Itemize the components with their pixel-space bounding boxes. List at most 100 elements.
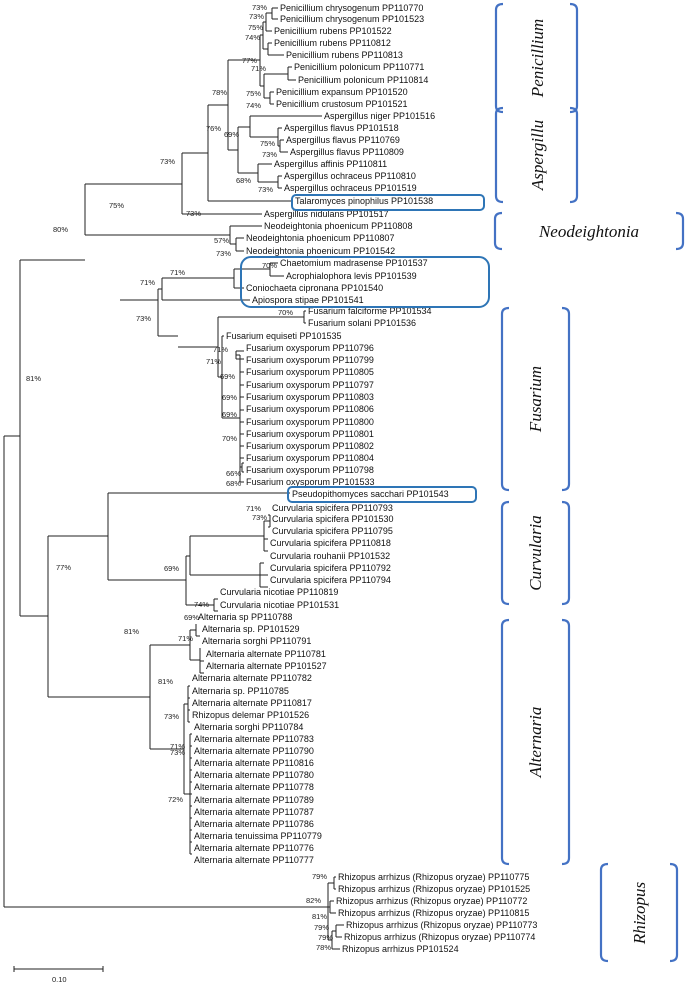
taxon-label: Alternaria alternate PP110778 xyxy=(194,782,314,792)
highlight-box-chaetomium-clade xyxy=(240,256,490,308)
bootstrap-value: 81% xyxy=(158,677,173,686)
scale-bar: 0.10 xyxy=(13,966,104,984)
bootstrap-value: 68% xyxy=(236,176,251,185)
bootstrap-value: 80% xyxy=(53,225,68,234)
taxon-label: Rhizopus arrhizus (Rhizopus oryzae) PP11… xyxy=(338,872,529,882)
bootstrap-value: 78% xyxy=(316,943,331,952)
taxon-label: Curvularia spicifera PP110794 xyxy=(270,575,391,585)
taxon-label: Curvularia spicifera PP110795 xyxy=(272,526,393,536)
taxon-label: Alternaria alternate PP110782 xyxy=(192,673,312,683)
taxon-label: Penicillium rubens PP110812 xyxy=(274,38,391,48)
taxon-label: Alternaria sp PP110788 xyxy=(198,612,292,622)
taxon-label: Fusarium equiseti PP101535 xyxy=(226,331,342,341)
taxon-label: Neodeightonia phoenicum PP110807 xyxy=(246,233,394,243)
taxon-label: Neodeightonia phoenicum PP101542 xyxy=(246,246,395,256)
genus-label-fusarium: Fusarium xyxy=(526,366,545,433)
bootstrap-value: 79% xyxy=(314,923,329,932)
bracket-curvularia xyxy=(500,500,571,606)
taxon-label: Alternaria alternate PP110783 xyxy=(194,734,314,744)
bootstrap-value: 77% xyxy=(242,56,257,65)
taxon-label: Rhizopus arrhizus (Rhizopus oryzae) PP11… xyxy=(336,896,527,906)
bracket-alternaria xyxy=(500,618,571,866)
taxon-label: Chaetomium madrasense PP101537 xyxy=(280,258,428,268)
taxon-label: Rhizopus arrhizus (Rhizopus oryzae) PP11… xyxy=(344,932,535,942)
bootstrap-value: 81% xyxy=(26,374,41,383)
taxon-label: Coniochaeta cipronana PP101540 xyxy=(246,283,383,293)
bootstrap-value: 69% xyxy=(224,130,239,139)
tree-branches xyxy=(3,7,344,950)
bracket-aspergillus xyxy=(494,106,579,204)
bootstrap-value: 73% xyxy=(136,314,151,323)
highlight-boxes xyxy=(240,194,490,503)
taxon-label: Rhizopus arrhizus PP101524 xyxy=(342,944,459,954)
taxon-label: Alternaria alternate PP110776 xyxy=(194,843,314,853)
bootstrap-value: 74% xyxy=(245,33,260,42)
bootstrap-value: 71% xyxy=(213,345,228,354)
bootstrap-value: 73% xyxy=(186,209,201,218)
genus-label-alternaria: Alternaria xyxy=(526,707,545,779)
scale-bar-label: 0.10 xyxy=(52,975,67,984)
taxon-label: Fusarium oxysporum PP110806 xyxy=(246,404,374,414)
taxon-label: Rhizopus arrhizus (Rhizopus oryzae) PP11… xyxy=(346,920,537,930)
bootstrap-value: 73% xyxy=(258,185,273,194)
taxon-label: Penicillium expansum PP101520 xyxy=(276,87,408,97)
bootstrap-value: 71% xyxy=(140,278,155,287)
bootstrap-value: 76% xyxy=(206,124,221,133)
taxon-label: Fusarium oxysporum PP101533 xyxy=(246,477,375,487)
bootstrap-value: 75% xyxy=(248,23,263,32)
taxon-label: Fusarium falciforme PP101534 xyxy=(308,306,432,316)
bootstrap-value: 82% xyxy=(306,896,321,905)
taxon-label: Fusarium oxysporum PP110800 xyxy=(246,417,374,427)
bootstrap-values: 73% 73% 75% 74% 77% 71% 75% 74% 78% 76% … xyxy=(26,3,333,952)
taxon-label: Curvularia spicifera PP110818 xyxy=(270,538,391,548)
bootstrap-value: 73% xyxy=(170,748,185,757)
highlight-box-pseudopithomyces xyxy=(287,486,477,503)
taxon-label: Alternaria alternate PP110780 xyxy=(194,770,314,780)
taxon-label: Penicillium polonicum PP110814 xyxy=(298,75,428,85)
genus-label-aspergillus: Aspergillu xyxy=(528,120,547,191)
taxon-label: Alternaria sp. PP110785 xyxy=(192,686,289,696)
bootstrap-value: 73% xyxy=(249,12,264,21)
taxon-label: Acrophialophora levis PP101539 xyxy=(286,271,417,281)
bootstrap-value: 79% xyxy=(318,933,333,942)
genus-label-curvularia: Curvularia xyxy=(526,515,545,591)
taxon-label: Curvularia rouhanii PP101532 xyxy=(270,551,390,561)
bootstrap-value: 71% xyxy=(206,357,221,366)
taxon-label: Penicillium crustosum PP101521 xyxy=(276,99,408,109)
bootstrap-value: 70% xyxy=(278,308,293,317)
taxon-label: Alternaria alternate PP110787 xyxy=(194,807,314,817)
taxon-label: Curvularia spicifera PP110792 xyxy=(270,563,391,573)
taxon-label: Alternaria sorghi PP110784 xyxy=(194,722,303,732)
bootstrap-value: 70% xyxy=(222,434,237,443)
genus-label-neodeightonia: Neodeightonia xyxy=(538,222,639,241)
taxon-label: Alternaria alternate PP110777 xyxy=(194,855,314,865)
taxon-label: Fusarium oxysporum PP110801 xyxy=(246,429,374,439)
bootstrap-value: 81% xyxy=(124,627,139,636)
bootstrap-value: 79% xyxy=(312,872,327,881)
taxon-label: Alternaria alternate PP110781 xyxy=(206,649,326,659)
taxon-label: Fusarium oxysporum PP110805 xyxy=(246,367,374,377)
bootstrap-value: 73% xyxy=(216,249,231,258)
taxon-label: Penicillium rubens PP101522 xyxy=(274,26,392,36)
bootstrap-value: 68% xyxy=(226,479,241,488)
bootstrap-value: 77% xyxy=(56,563,71,572)
taxon-label: Alternaria alternate PP110786 xyxy=(194,819,314,829)
bootstrap-value: 73% xyxy=(252,3,267,12)
genus-labels: Penicillium Aspergillu Neodeightonia Fus… xyxy=(526,19,649,945)
taxon-label: Rhizopus arrhizus (Rhizopus oryzae) PP11… xyxy=(338,908,529,918)
bootstrap-value: 66% xyxy=(226,469,241,478)
bootstrap-value: 73% xyxy=(164,712,179,721)
taxon-label: Curvularia spicifera PP101530 xyxy=(272,514,394,524)
taxon-label: Fusarium oxysporum PP110802 xyxy=(246,441,374,451)
bootstrap-value: 71% xyxy=(251,64,266,73)
bootstrap-value: 71% xyxy=(170,268,185,277)
taxon-label: Apiospora stipae PP101541 xyxy=(252,295,364,305)
taxon-label: Aspergillus ochraceus PP110810 xyxy=(284,171,416,181)
taxon-label: Alternaria tenuissima PP110779 xyxy=(194,831,322,841)
taxon-label: Aspergillus nidulans PP101517 xyxy=(264,209,389,219)
bootstrap-value: 73% xyxy=(160,157,175,166)
bootstrap-value: 74% xyxy=(194,600,209,609)
bootstrap-value: 74% xyxy=(246,101,261,110)
bootstrap-value: 75% xyxy=(246,89,261,98)
